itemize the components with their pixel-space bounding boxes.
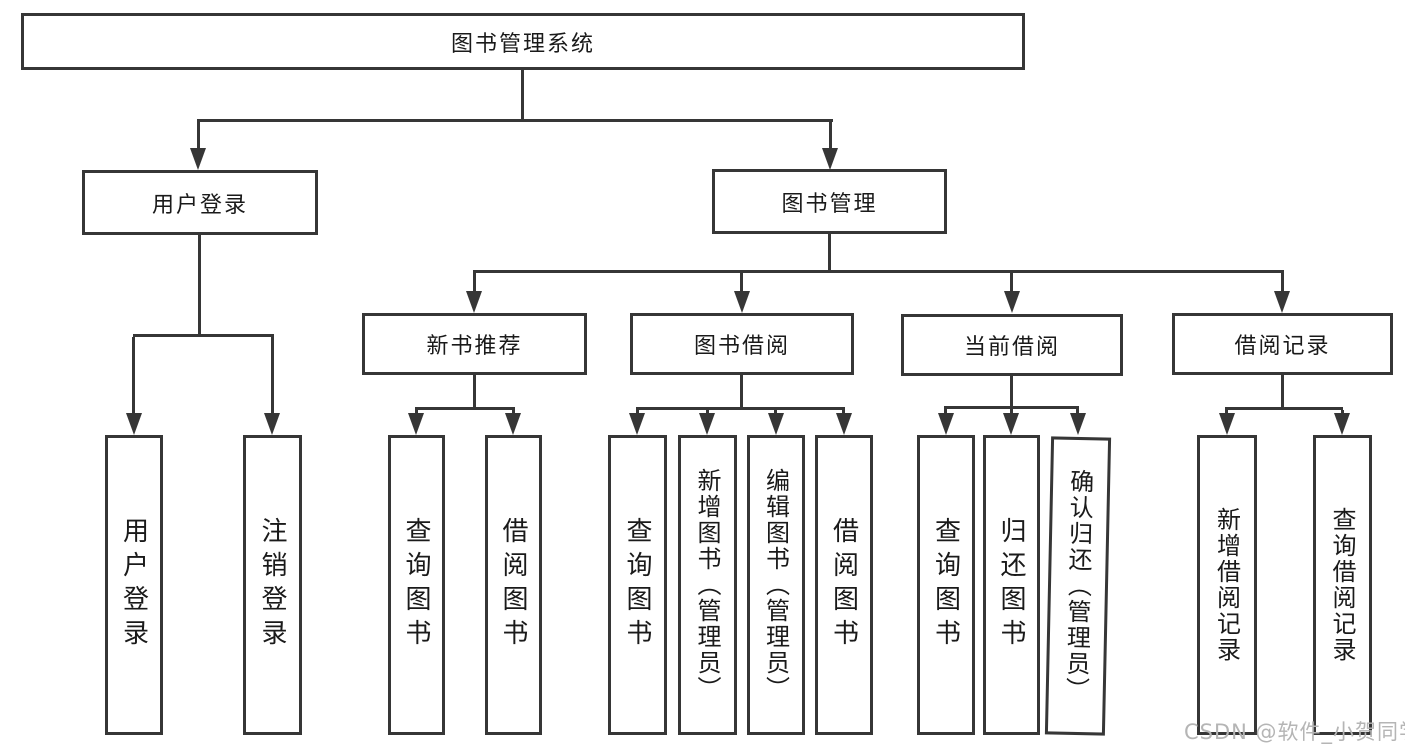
connector-line (1010, 273, 1013, 293)
arrowhead-icon (466, 291, 482, 313)
connector-line (636, 407, 845, 410)
connector-line (415, 407, 515, 410)
leaf-current-query-book-label: 查询图书 (930, 517, 961, 653)
leaf-recommend-borrow-book-label: 借阅图书 (498, 517, 528, 653)
node-new-book-recommend: 新书推荐 (362, 313, 587, 375)
connector-line (944, 406, 1079, 409)
connector-line (271, 337, 274, 416)
arrowhead-icon (938, 413, 954, 435)
arrowhead-icon (505, 413, 521, 435)
arrowhead-icon (768, 413, 784, 435)
node-current-borrow-label: 当前借阅 (963, 335, 1060, 360)
leaf-confirm-return-admin: 确认归还（管理员） (1044, 436, 1112, 736)
connector-line (133, 334, 274, 337)
leaf-confirm-return-admin-label: 确认归还（管理员） (1061, 468, 1094, 704)
arrowhead-icon (264, 413, 280, 435)
arrowhead-icon (822, 148, 838, 170)
leaf-current-query-book: 查询图书 (917, 435, 975, 735)
connector-line (740, 273, 743, 293)
node-book-borrow: 图书借阅 (630, 313, 854, 375)
connector-line (828, 234, 831, 271)
arrowhead-icon (190, 148, 206, 170)
connector-line (521, 70, 524, 119)
leaf-query-borrow-record: 查询借阅记录 (1313, 435, 1372, 735)
leaf-logout: 注销登录 (243, 435, 302, 735)
leaf-add-borrow-record-label: 新增借阅记录 (1212, 507, 1241, 663)
node-new-book-recommend-label: 新书推荐 (426, 334, 523, 359)
leaf-recommend-query-book-label: 查询图书 (401, 517, 431, 653)
connector-line (473, 270, 1284, 273)
leaf-borrow-book-label: 借阅图书 (828, 517, 859, 653)
arrowhead-icon (126, 413, 142, 435)
leaf-user-login: 用户登录 (105, 435, 163, 735)
leaf-edit-book-admin: 编辑图书（管理员） (747, 435, 805, 735)
arrowhead-icon (734, 291, 750, 313)
leaf-borrow-book: 借阅图书 (815, 435, 873, 735)
leaf-add-book-admin: 新增图书（管理员） (678, 435, 737, 735)
node-root-label: 图书管理系统 (450, 31, 595, 57)
connector-line (1010, 376, 1013, 408)
node-book-management: 图书管理 (712, 169, 947, 234)
leaf-add-book-admin-label: 新增图书（管理员） (693, 468, 721, 702)
arrowhead-icon (1004, 291, 1020, 313)
watermark: CSDN @软件_小贺同学 (1184, 720, 1405, 744)
arrowhead-icon (1274, 291, 1290, 313)
node-book-borrow-label: 图书借阅 (693, 334, 790, 359)
connector-line (198, 235, 201, 335)
connector-line (829, 122, 832, 150)
leaf-borrow-query-book-label: 查询图书 (622, 517, 652, 653)
arrowhead-icon (1003, 413, 1019, 435)
node-user-login-label: 用户登录 (151, 192, 248, 218)
arrowhead-icon (1334, 413, 1350, 435)
arrowhead-icon (1219, 413, 1235, 435)
arrowhead-icon (1070, 413, 1086, 435)
leaf-logout-label: 注销登录 (257, 517, 287, 653)
connector-line (197, 119, 833, 122)
connector-line (473, 375, 476, 408)
node-borrow-records: 借阅记录 (1172, 313, 1393, 375)
node-borrow-records-label: 借阅记录 (1234, 334, 1331, 359)
arrowhead-icon (408, 413, 424, 435)
leaf-user-login-label: 用户登录 (118, 517, 149, 653)
connector-line (1225, 407, 1343, 410)
leaf-add-borrow-record: 新增借阅记录 (1197, 435, 1257, 735)
leaf-borrow-query-book: 查询图书 (608, 435, 667, 735)
leaf-edit-book-admin-label: 编辑图书（管理员） (761, 468, 790, 702)
node-root: 图书管理系统 (21, 13, 1025, 70)
node-book-management-label: 图书管理 (781, 191, 878, 217)
arrowhead-icon (836, 413, 852, 435)
connector-line (197, 122, 200, 150)
connector-line (740, 375, 743, 408)
leaf-return-book-label: 归还图书 (996, 517, 1026, 653)
node-current-borrow: 当前借阅 (901, 314, 1123, 376)
node-user-login: 用户登录 (82, 170, 318, 235)
connector-line (473, 273, 476, 293)
connector-line (1281, 273, 1284, 293)
connector-line (132, 337, 135, 416)
arrowhead-icon (699, 413, 715, 435)
connector-line (1281, 375, 1284, 408)
leaf-recommend-query-book: 查询图书 (388, 435, 445, 735)
arrowhead-icon (629, 413, 645, 435)
leaf-query-borrow-record-label: 查询借阅记录 (1328, 507, 1356, 663)
leaf-recommend-borrow-book: 借阅图书 (485, 435, 542, 735)
leaf-return-book: 归还图书 (983, 435, 1040, 735)
